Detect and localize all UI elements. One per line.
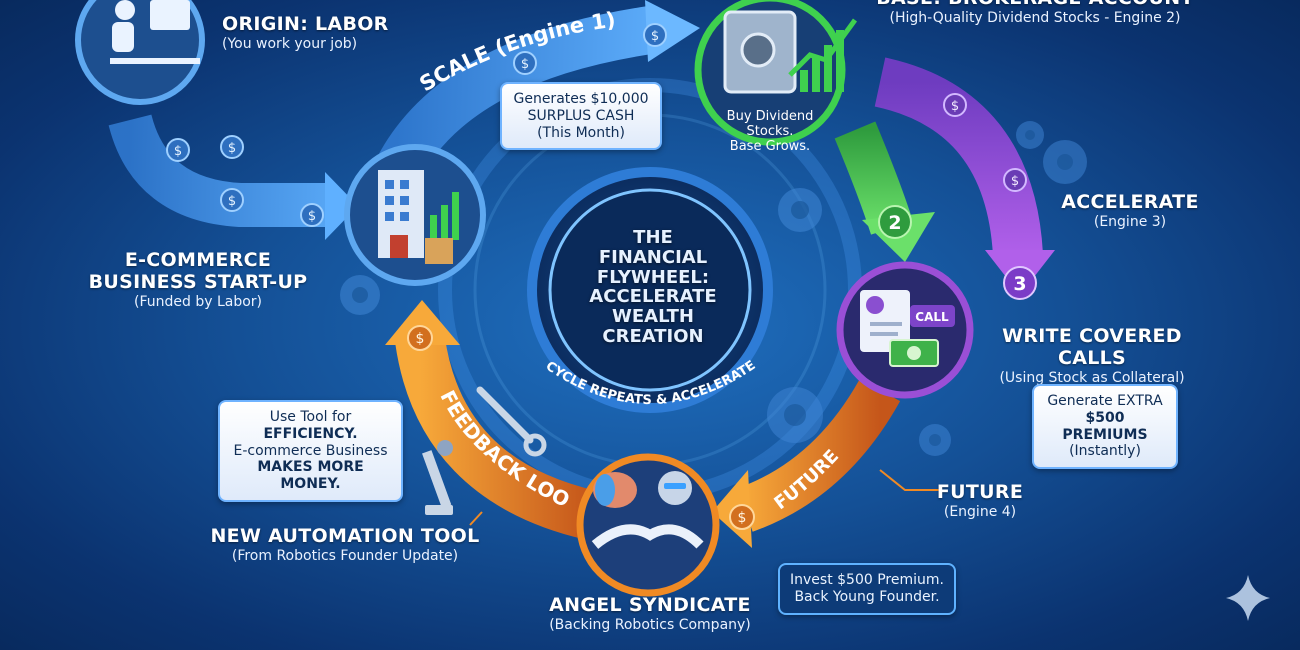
engine3-arrow <box>874 57 1043 257</box>
surplus-callout: Generates $10,000 SURPLUS CASH (This Mon… <box>500 82 662 151</box>
safe-icon <box>723 10 858 94</box>
dollar-coin-icon: $ <box>407 325 433 351</box>
dollar-coin-icon: $ <box>729 504 755 530</box>
origin-subtitle: (You work your job) <box>222 35 358 52</box>
callout-line: SURPLUS CASH <box>527 107 635 124</box>
dollar-coin-icon: $ <box>166 138 190 162</box>
center-title-line: FINANCIAL <box>598 246 708 268</box>
angel-label: ANGEL SYNDICATE (Backing Robotics Compan… <box>530 594 770 633</box>
base-subtitle: (High-Quality Dividend Stocks - Engine 2… <box>889 9 1181 26</box>
hub-core <box>548 188 752 392</box>
accelerate-subtitle: (Engine 3) <box>1093 213 1167 230</box>
wrench-icon <box>476 386 547 457</box>
dollar-coin-icon: $ <box>220 135 244 159</box>
automation-title: NEW AUTOMATION TOOL <box>210 525 480 547</box>
base-title: BASE: BROKERAGE ACCOUNT <box>870 0 1200 10</box>
callout-line: (This Month) <box>537 124 625 141</box>
sparkle-icon <box>1226 575 1270 621</box>
svg-text:$: $ <box>416 331 425 347</box>
center-title-line: ACCELERATE <box>589 286 717 308</box>
base-inner-line: Buy Dividend Stocks. <box>726 109 814 139</box>
feedback-arrow <box>395 335 597 540</box>
accelerate-title: ACCELERATE <box>1061 191 1199 213</box>
dollar-coin-icon: $ <box>300 203 324 227</box>
dollar-coin-icon: $ <box>513 51 537 75</box>
callout-line: (Instantly) <box>1069 443 1141 460</box>
feedback-arrow-head <box>385 300 460 345</box>
svg-text:$: $ <box>308 209 316 224</box>
gear-icon <box>1016 121 1087 184</box>
center-title-line: WEALTH <box>612 306 694 328</box>
dollar-coin-icon: $ <box>643 23 667 47</box>
dollar-coin-icon: $ <box>220 188 244 212</box>
calls-subtitle: (Using Stock as Collateral) <box>999 369 1185 386</box>
ecommerce-title: E-COMMERCE <box>124 249 272 271</box>
origin-title: ORIGIN: LABOR <box>222 13 389 35</box>
callout-line: Back Young Founder. <box>794 588 940 605</box>
callout-line: MAKES MORE MONEY. <box>257 459 364 493</box>
svg-text:$: $ <box>174 144 182 159</box>
robot-arm-icon <box>422 440 453 515</box>
callout-line: EFFICIENCY. <box>263 425 358 442</box>
worker-icon <box>110 0 200 64</box>
tool-callout: Use Tool for EFFICIENCY. E-commerce Busi… <box>218 400 403 502</box>
origin-label: ORIGIN: LABOR (You work your job) <box>222 13 389 52</box>
calls-title: WRITE COVERED CALLS <box>1002 325 1182 369</box>
svg-text:$: $ <box>521 57 529 72</box>
ecommerce-title-2: BUSINESS START-UP <box>88 270 308 293</box>
handshake-icon <box>591 471 704 549</box>
callout-line: Generates $10,000 <box>513 91 649 107</box>
dollar-coin-icon: $ <box>943 93 967 117</box>
call-badge <box>910 305 955 327</box>
building-icon <box>378 170 459 264</box>
origin-arrow-head <box>325 172 358 240</box>
callout-line: E-commerce Business <box>233 442 388 459</box>
callout-line: $500 PREMIUMS <box>1062 409 1148 443</box>
svg-text:$: $ <box>228 194 236 209</box>
call-badge-label: CALL <box>915 310 949 324</box>
gear-icon <box>340 275 380 315</box>
engine3-number-badge <box>1003 266 1037 300</box>
automation-connector <box>469 511 483 526</box>
future-arrow <box>736 378 901 532</box>
gear-icon <box>778 188 822 232</box>
future-subtitle: (Engine 4) <box>943 503 1017 520</box>
engine3-number: 3 <box>1013 273 1026 295</box>
contract-icon <box>860 290 939 367</box>
scale-arrow-head <box>645 0 700 62</box>
ecommerce-subtitle: (Funded by Labor) <box>133 293 262 310</box>
base-label: BASE: BROKERAGE ACCOUNT (High-Quality Di… <box>870 0 1200 26</box>
svg-text:$: $ <box>951 99 959 114</box>
callout-line: Use Tool for <box>269 409 352 425</box>
future-title: FUTURE <box>936 481 1024 503</box>
svg-text:$: $ <box>228 141 236 156</box>
svg-text:$: $ <box>738 510 747 526</box>
premiums-callout: Generate EXTRA $500 PREMIUMS (Instantly) <box>1032 384 1178 470</box>
invest-callout: Invest $500 Premium. Back Young Founder. <box>778 563 956 615</box>
engine2-number: 2 <box>888 212 901 234</box>
center-title-line: THE <box>633 227 673 248</box>
future-connector <box>879 469 940 491</box>
angel-subtitle: (Backing Robotics Company) <box>549 616 751 633</box>
base-inner-line: Base Grows. <box>729 138 811 154</box>
ecommerce-label: E-COMMERCE BUSINESS START-UP (Funded by … <box>88 249 308 310</box>
angel-title: ANGEL SYNDICATE <box>549 594 751 616</box>
svg-text:$: $ <box>1011 174 1019 189</box>
automation-subtitle: (From Robotics Founder Update) <box>231 547 459 564</box>
base-inner-text: Buy Dividend Stocks. Base Grows. <box>705 109 835 155</box>
dollar-coin-icon: $ <box>1003 168 1027 192</box>
callout-line: Invest $500 Premium. <box>790 572 944 588</box>
accelerate-label: ACCELERATE (Engine 3) <box>1060 191 1200 230</box>
center-title: THE FINANCIAL FLYWHEEL: ACCELERATE WEALT… <box>578 228 728 347</box>
center-title-line: FLYWHEEL: <box>596 266 710 288</box>
svg-text:$: $ <box>651 29 659 44</box>
future-label: FUTURE (Engine 4) <box>930 481 1030 520</box>
center-title-line: CREATION <box>602 325 704 347</box>
engine2-number-badge <box>878 205 912 239</box>
calls-label: WRITE COVERED CALLS (Using Stock as Coll… <box>972 325 1212 386</box>
automation-label: NEW AUTOMATION TOOL (From Robotics Found… <box>210 525 480 564</box>
gear-icon <box>767 387 951 456</box>
callout-line: Generate EXTRA <box>1047 393 1163 409</box>
